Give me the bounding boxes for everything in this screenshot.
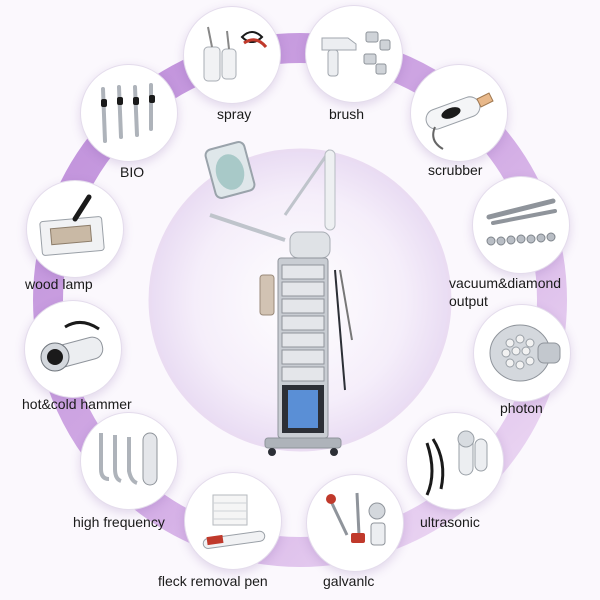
ultrasonic-label: ultrasonic (420, 514, 480, 530)
fleck-removal-pen-icon (202, 494, 266, 549)
galvanic-electrodes-icon (326, 492, 386, 546)
vacuum-diamond-tips-icon (486, 198, 557, 246)
bio-label: BIO (120, 164, 145, 180)
scrubber-node[interactable] (410, 64, 508, 162)
spray-bottles-icon (203, 26, 268, 82)
rotary-brush-icon (321, 31, 391, 77)
ultrasonic-node[interactable] (406, 412, 504, 510)
high-frequency-electrodes-icon (99, 432, 158, 486)
hot-cold-hammer-label: hot&cold hammer (22, 396, 132, 412)
skin-scrubber-icon (425, 92, 494, 150)
fleck-removal-pen-node[interactable] (184, 472, 282, 570)
brush-node[interactable] (305, 5, 403, 103)
vacuum-diamond-label: vacuum&diamond output (449, 275, 562, 309)
galvanic-label: galvanlc (323, 573, 375, 589)
hot-cold-hammer-node[interactable] (24, 300, 122, 398)
fleck-removal-pen-label: fleck removal pen (158, 573, 268, 589)
galvanic-node[interactable] (306, 474, 404, 572)
beauty-machine-image (204, 141, 353, 456)
ultrasonic-probe-icon (425, 430, 488, 496)
bio-wands-icon (101, 83, 155, 143)
bio-node[interactable] (80, 64, 178, 162)
brush-label: brush (329, 106, 365, 122)
spray-node[interactable] (183, 6, 281, 104)
wood-lamp-label: wood lamp (25, 276, 93, 292)
wood-lamp-icon (39, 194, 105, 256)
photon-node[interactable] (473, 304, 571, 402)
wood-lamp-node[interactable] (26, 180, 124, 278)
spray-label: spray (217, 106, 252, 122)
led-photon-head-icon (489, 324, 561, 382)
high-frequency-label: high frequency (73, 514, 165, 530)
high-frequency-node[interactable] (80, 412, 178, 510)
scrubber-label: scrubber (428, 162, 483, 178)
vacuum-diamond-node[interactable] (472, 176, 570, 274)
hot-cold-hammer-icon (40, 321, 104, 372)
photon-label: photon (500, 400, 543, 416)
